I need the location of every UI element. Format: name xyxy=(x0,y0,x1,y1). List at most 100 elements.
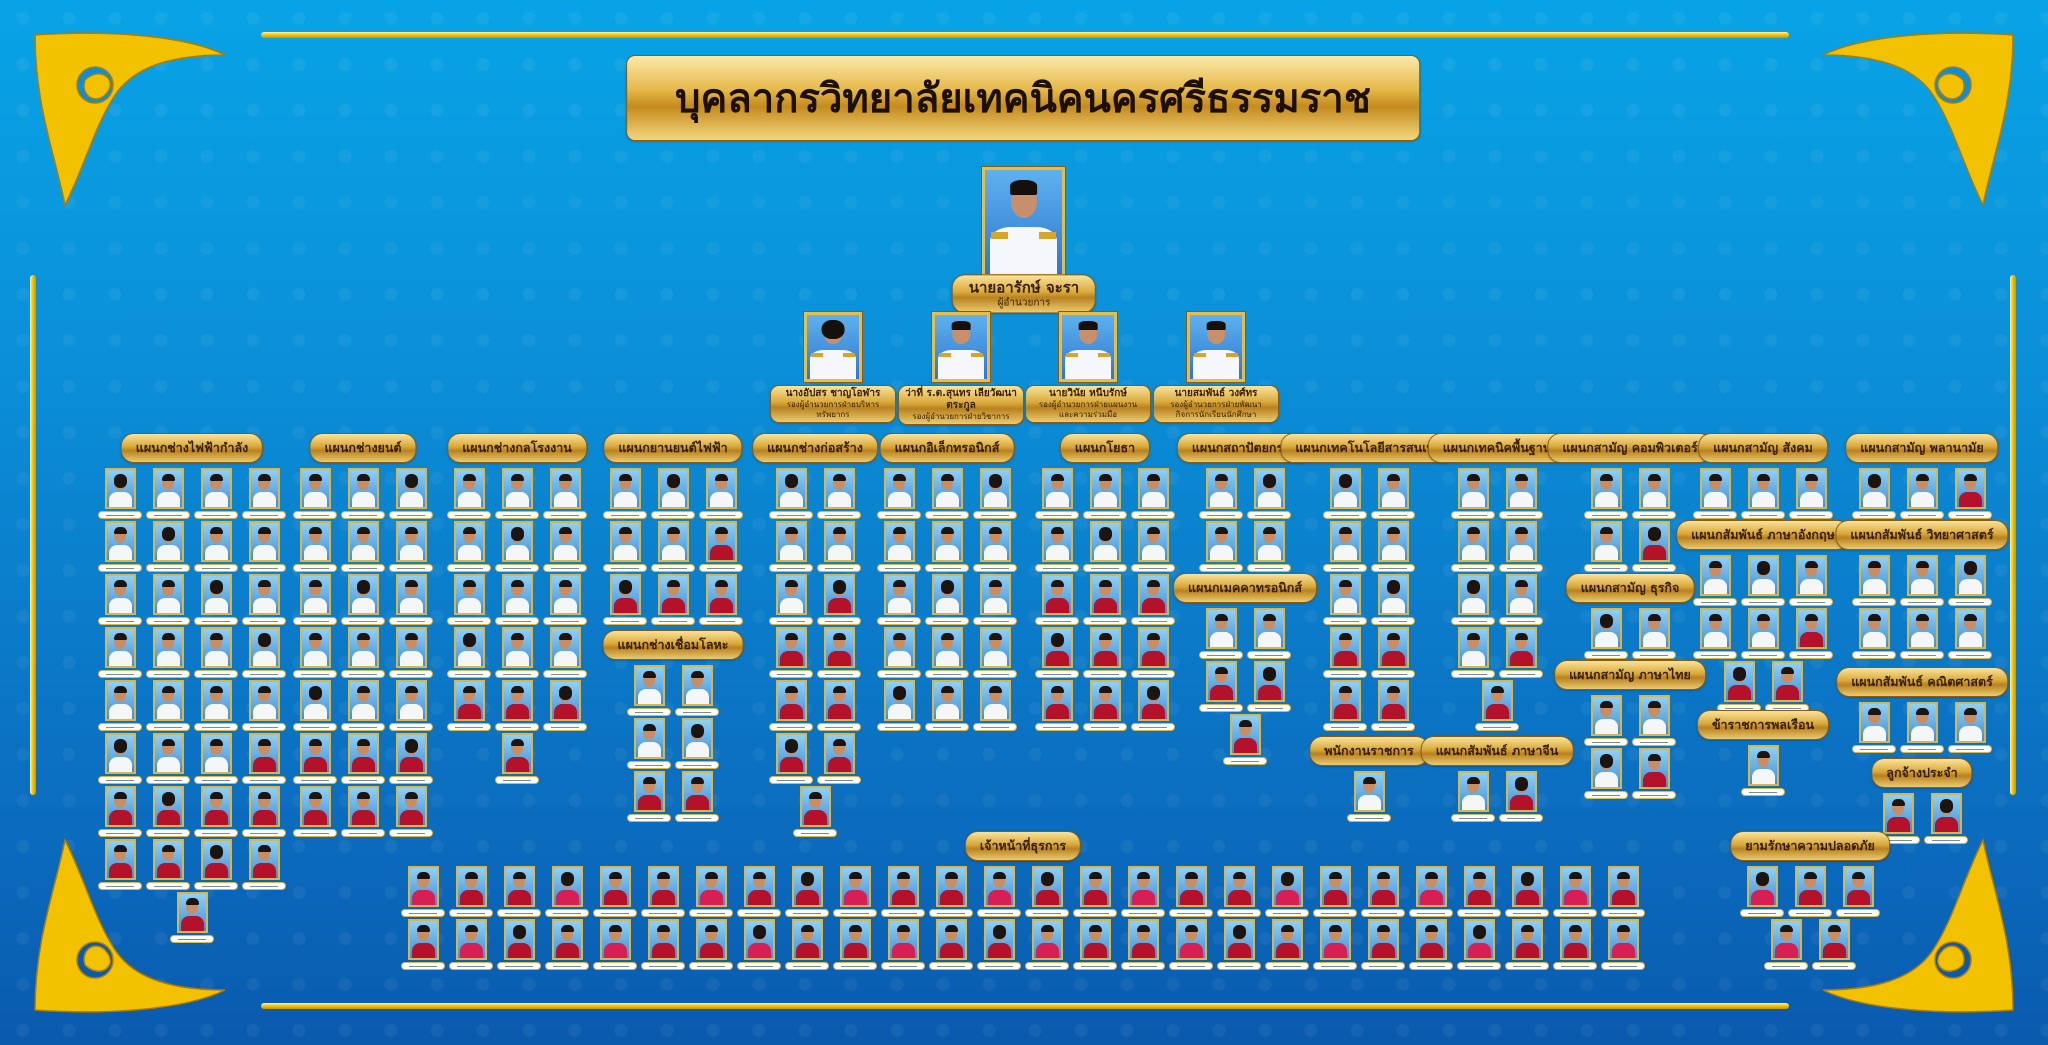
staff-nameplate xyxy=(341,511,385,519)
staff-photo xyxy=(1858,468,1890,509)
staff-nameplate xyxy=(1553,909,1597,917)
staff-nameplate xyxy=(1451,814,1495,822)
staff-nameplate xyxy=(170,935,214,943)
staff-nameplate xyxy=(1789,598,1833,606)
staff-nameplate xyxy=(1764,962,1808,970)
staff-photo xyxy=(979,627,1011,668)
deputy-nameplate: นายวินัย หนีบรักษ์รองผู้อำนวยการฝ่ายแผนง… xyxy=(1026,386,1150,422)
staff-nameplate xyxy=(449,962,493,970)
staff-photo xyxy=(979,574,1011,615)
staff-photo xyxy=(931,627,963,668)
staff-photo xyxy=(501,680,533,721)
staff-nameplate xyxy=(242,776,286,784)
staff-nameplate xyxy=(1131,617,1175,625)
staff-photo xyxy=(1511,919,1543,960)
staff-nameplate xyxy=(1584,564,1628,572)
staff-photo xyxy=(979,521,1011,562)
staff-photo xyxy=(705,574,737,615)
staff-photo xyxy=(1746,866,1778,907)
staff-nameplate xyxy=(737,909,781,917)
staff-photo xyxy=(1205,608,1237,649)
staff-nameplate xyxy=(925,617,969,625)
staff-nameplate xyxy=(699,617,743,625)
right-gold-border xyxy=(2010,275,2016,795)
staff-photo xyxy=(1607,866,1639,907)
staff-photo xyxy=(248,627,280,668)
staff-nameplate xyxy=(627,761,671,769)
staff-nameplate xyxy=(817,564,861,572)
staff-photo xyxy=(299,627,331,668)
staff-nameplate xyxy=(341,564,385,572)
staff-photo xyxy=(501,521,533,562)
staff-photo xyxy=(887,866,919,907)
staff-nameplate xyxy=(194,723,238,731)
staff-photo xyxy=(1041,680,1073,721)
staff-photo xyxy=(1137,574,1169,615)
staff-photo xyxy=(1590,608,1622,649)
director-nameplate: นายอารักษ์ จะรา ผู้อำนวยการ xyxy=(952,275,1096,313)
staff-nameplate xyxy=(449,909,493,917)
staff-nameplate xyxy=(627,814,671,822)
staff-photo xyxy=(200,521,232,562)
staff-nameplate xyxy=(929,962,973,970)
staff-photo xyxy=(1329,574,1361,615)
staff-nameplate xyxy=(447,723,491,731)
staff-photo xyxy=(633,771,665,812)
staff-photo xyxy=(347,733,379,774)
department-title: ยามรักษาความปลอดภัย xyxy=(1731,832,1889,860)
staff-nameplate xyxy=(1361,909,1405,917)
staff-photo xyxy=(1906,608,1938,649)
staff-photo xyxy=(1041,521,1073,562)
staff-photo xyxy=(152,627,184,668)
staff-photo xyxy=(551,866,583,907)
staff-nameplate xyxy=(699,511,743,519)
staff-nameplate xyxy=(1632,791,1676,799)
staff-nameplate xyxy=(1347,814,1391,822)
staff-nameplate xyxy=(98,723,142,731)
staff-nameplate xyxy=(1632,564,1676,572)
staff-photo xyxy=(743,919,775,960)
staff-nameplate xyxy=(1924,836,1968,844)
staff-nameplate xyxy=(833,962,877,970)
department-title: แผนกสามัญ ธุรกิจ xyxy=(1566,574,1694,602)
staff-nameplate xyxy=(341,723,385,731)
staff-nameplate xyxy=(641,962,685,970)
staff-photo xyxy=(1457,574,1489,615)
staff-photo xyxy=(453,468,485,509)
staff-photo xyxy=(695,919,727,960)
staff-photo xyxy=(152,521,184,562)
deputy-photo xyxy=(931,311,991,383)
staff-photo xyxy=(152,680,184,721)
staff-photo xyxy=(1127,919,1159,960)
staff-nameplate xyxy=(1073,909,1117,917)
department-title: แผนกช่างก่อสร้าง xyxy=(753,434,877,462)
staff-nameplate xyxy=(603,511,647,519)
staff-photo xyxy=(1505,627,1537,668)
department-title: แผนกสามัญ ภาษาไทย xyxy=(1555,661,1705,689)
staff-nameplate xyxy=(877,670,921,678)
staff-photo xyxy=(775,680,807,721)
department-title: แผนกช่างไฟฟ้ากำลัง xyxy=(121,434,263,462)
department-title: พนักงานราชการ xyxy=(1310,737,1428,765)
staff-nameplate xyxy=(1451,511,1495,519)
staff-photo xyxy=(1253,521,1285,562)
staff-nameplate xyxy=(1741,651,1785,659)
staff-photo xyxy=(743,866,775,907)
staff-photo xyxy=(1319,919,1351,960)
staff-nameplate xyxy=(603,564,647,572)
staff-nameplate xyxy=(1601,962,1645,970)
staff-photo xyxy=(1954,702,1986,743)
staff-nameplate xyxy=(817,776,861,784)
staff-photo xyxy=(983,919,1015,960)
staff-nameplate xyxy=(689,909,733,917)
staff-photo xyxy=(1954,468,1986,509)
staff-nameplate xyxy=(651,511,695,519)
staff-photo xyxy=(609,521,641,562)
staff-nameplate xyxy=(1900,598,1944,606)
staff-photo xyxy=(407,866,439,907)
staff-photo xyxy=(1882,793,1914,834)
staff-nameplate xyxy=(1083,511,1127,519)
staff-nameplate xyxy=(641,909,685,917)
staff-nameplate xyxy=(447,670,491,678)
staff-nameplate xyxy=(769,617,813,625)
